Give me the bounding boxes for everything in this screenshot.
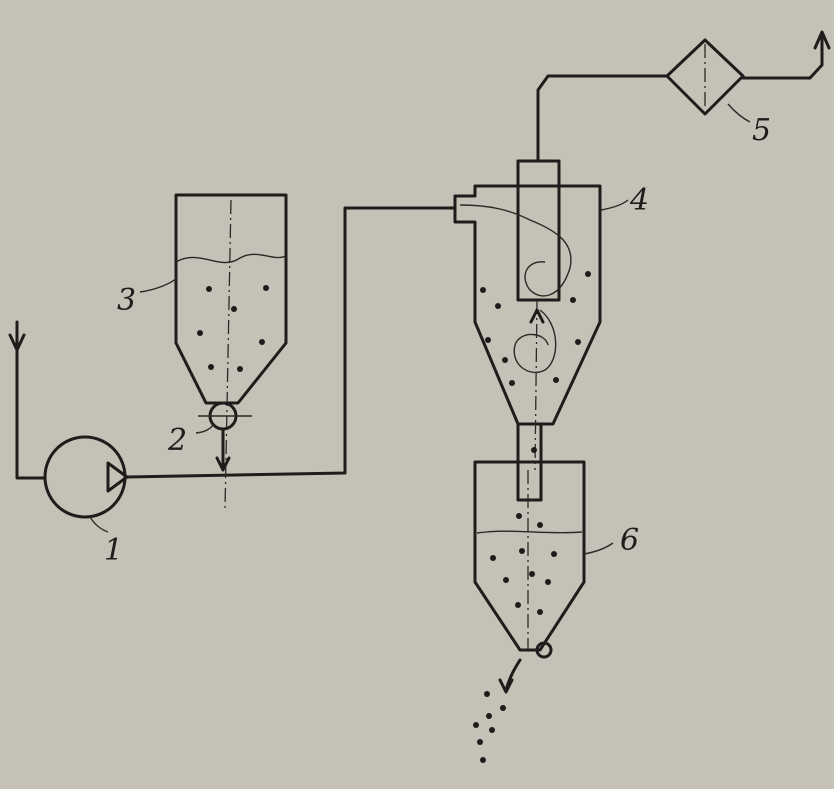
- particles: [197, 271, 591, 763]
- leader-lines: [89, 103, 751, 555]
- transport-pipe: [123, 206, 457, 479]
- filter: [665, 30, 831, 116]
- pump: [43, 435, 129, 519]
- label-pump: 1: [104, 533, 123, 568]
- air-inlet-pipe: [8, 320, 47, 480]
- cyclone-separator: [453, 159, 602, 502]
- label-filter: 5: [752, 113, 771, 148]
- label-hopper: 3: [117, 283, 136, 318]
- exhaust-pipe: [536, 74, 669, 163]
- hopper: [174, 193, 288, 511]
- label-feeder: 2: [167, 423, 187, 458]
- label-collector: 6: [620, 523, 639, 558]
- product-collector: [473, 460, 586, 694]
- label-cyclone: 4: [629, 183, 649, 218]
- rotary-feeder: [198, 401, 252, 472]
